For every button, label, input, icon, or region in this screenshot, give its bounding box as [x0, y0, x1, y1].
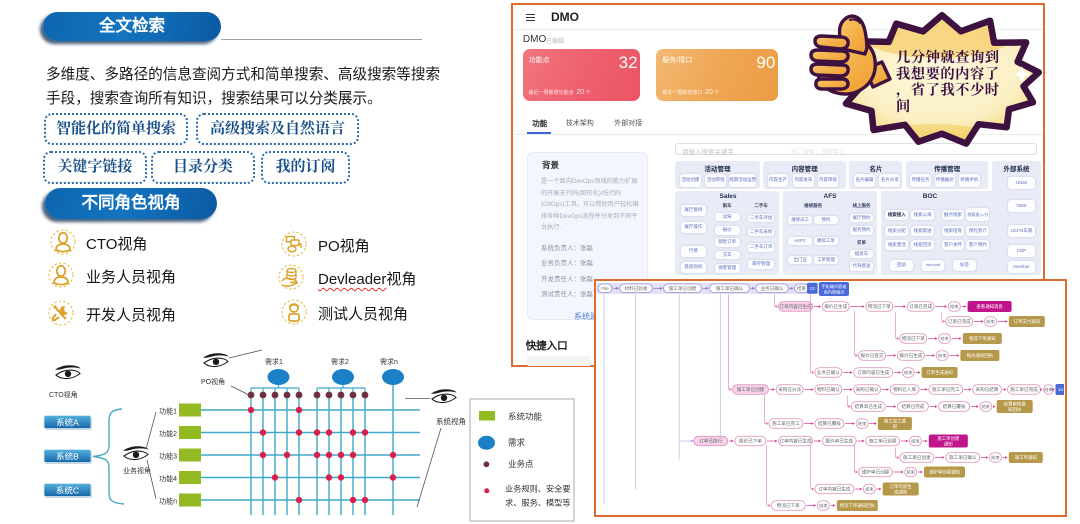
svg-text:知回执: 知回执 [1008, 406, 1022, 413]
svg-text:结束: 结束 [940, 335, 949, 342]
svg-text:功能n: 功能n [159, 497, 177, 506]
svg-text:成通知: 成通知 [894, 488, 907, 495]
svg-text:功能4: 功能4 [159, 474, 177, 483]
svg-text:施工单已确认: 施工单已确认 [715, 285, 743, 292]
svg-text:File: File [601, 286, 609, 291]
svg-text:业务规则、安全要: 业务规则、安全要 [505, 484, 571, 494]
svg-text:结束: 结束 [1044, 386, 1053, 393]
svg-text:13: 13 [809, 286, 815, 291]
svg-text:结束: 结束 [991, 454, 1000, 461]
svg-text:物料已入库: 物料已入库 [893, 386, 916, 393]
svg-text:CTO视角: CTO视角 [49, 390, 78, 399]
svg-text:订单已完成: 订单已完成 [909, 303, 932, 310]
svg-text:维护单创建通知: 维护单创建通知 [929, 469, 960, 476]
svg-text:结算已覆核: 结算已覆核 [942, 403, 965, 410]
svg-text:施工单已创建: 施工单已创建 [869, 438, 897, 445]
svg-text:查看通知消息: 查看通知消息 [976, 303, 1003, 310]
svg-text:施工单已确认: 施工单已确认 [949, 454, 977, 461]
svg-text:报价已生成: 报价已生成 [899, 352, 922, 359]
svg-text:功能2: 功能2 [159, 429, 177, 438]
svg-text:结束: 结束 [938, 352, 947, 359]
svg-text:结束: 结束 [981, 403, 990, 410]
svg-text:报价已提交: 报价已提交 [860, 352, 883, 359]
svg-text:施工完工通: 施工完工通 [883, 417, 906, 424]
svg-text:知: 知 [892, 423, 896, 430]
svg-text:结算单已生成: 结算单已生成 [854, 403, 882, 410]
svg-text:采购已分派: 采购已分派 [778, 386, 801, 393]
svg-text:结束: 结束 [911, 438, 920, 445]
svg-text:报价已下单: 报价已下单 [738, 438, 761, 445]
svg-text:业务已确认: 业务已确认 [760, 285, 783, 292]
svg-text:需求n: 需求n [380, 357, 398, 366]
svg-text:报价单已生成: 报价单已生成 [825, 438, 853, 445]
svg-text:结束: 结束 [986, 318, 995, 325]
svg-text:订单生成通知: 订单生成通知 [926, 369, 952, 376]
svg-text:订单内容已生成: 订单内容已生成 [818, 486, 851, 493]
svg-text:结束: 结束 [819, 502, 828, 509]
svg-text:需求1: 需求1 [265, 357, 283, 366]
svg-text:结算已覆核: 结算已覆核 [817, 420, 840, 427]
svg-text:订单内容已生成: 订单内容已生成 [857, 369, 890, 376]
svg-text:物料已确认: 物料已确认 [816, 386, 839, 393]
svg-text:订单内容生: 订单内容生 [889, 483, 912, 490]
svg-text:功能1: 功能1 [159, 407, 177, 416]
svg-text:报价已生成: 报价已生成 [824, 303, 847, 310]
svg-text:维护单已创建: 维护单已创建 [861, 469, 889, 476]
svg-text:业务点: 业务点 [508, 459, 534, 469]
svg-text:系统视角: 系统视角 [436, 416, 466, 426]
svg-text:物流已下单: 物流已下单 [901, 335, 924, 342]
svg-text:业务已确认: 业务已确认 [816, 369, 839, 376]
svg-text:14: 14 [1057, 387, 1063, 392]
svg-text:系统C: 系统C [56, 485, 79, 495]
svg-text:物流已下单: 物流已下单 [776, 502, 799, 509]
svg-text:结算已完成: 结算已完成 [901, 403, 924, 410]
svg-text:施工单通知: 施工单通知 [1014, 454, 1036, 461]
svg-text:手机端内容查: 手机端内容查 [821, 283, 847, 290]
svg-text:系统功能: 系统功能 [508, 412, 543, 422]
svg-text:施工单已完工: 施工单已完工 [772, 420, 800, 427]
svg-text:订单内容已生成: 订单内容已生成 [779, 303, 812, 310]
svg-text:施工单已创建: 施工单已创建 [668, 285, 696, 292]
svg-text:施工单已完工: 施工单已完工 [932, 386, 960, 393]
svg-text:结束: 结束 [857, 420, 866, 427]
svg-text:报价通知回执: 报价通知回执 [966, 352, 993, 359]
svg-text:结算审核通: 结算审核通 [1003, 400, 1026, 407]
svg-text:物流下单通知: 物流下单通知 [969, 335, 995, 342]
svg-text:订单已完成: 订单已完成 [947, 318, 970, 325]
svg-text:采购已确认: 采购已确认 [855, 386, 878, 393]
svg-text:PO视角: PO视角 [201, 377, 225, 386]
svg-text:物流已下单: 物流已下单 [867, 303, 890, 310]
svg-text:施工单已创建: 施工单已创建 [736, 386, 764, 393]
svg-text:系统B: 系统B [56, 451, 79, 461]
svg-text:物流下单通知回执: 物流下单通知回执 [839, 502, 875, 509]
svg-text:间: 间 [896, 97, 911, 115]
svg-text:订单支付通知: 订单支付通知 [1013, 318, 1039, 325]
svg-text:结束: 结束 [904, 369, 913, 376]
svg-text:求、服务、模型等: 求、服务、模型等 [505, 498, 571, 508]
svg-text:订单已执行: 订单已执行 [699, 438, 722, 445]
svg-text:结束: 结束 [796, 285, 806, 292]
svg-text:我想要的内容了: 我想要的内容了 [896, 64, 1000, 82]
svg-text:询内容展示: 询内容展示 [823, 288, 844, 295]
svg-text:施工单创建: 施工单创建 [937, 435, 960, 442]
svg-text:系统A: 系统A [56, 417, 79, 427]
svg-text:施工单已完成: 施工单已完成 [1010, 386, 1038, 393]
svg-text:几分钟就查询到: 几分钟就查询到 [896, 48, 1000, 66]
svg-text:订单内容已生成: 订单内容已生成 [779, 438, 812, 445]
svg-text:结束: 结束 [950, 303, 959, 310]
svg-text:需求: 需求 [508, 438, 526, 448]
svg-text:需求2: 需求2 [331, 357, 349, 366]
svg-text:功能3: 功能3 [159, 452, 177, 461]
svg-text:采购已结算: 采购已结算 [975, 386, 998, 393]
svg-text:，省了我不少时: ，省了我不少时 [896, 81, 1000, 99]
svg-text:通知: 通知 [943, 440, 952, 447]
svg-text:结束: 结束 [865, 486, 874, 493]
svg-text:施工单已创建: 施工单已创建 [903, 454, 931, 461]
svg-text:材料已验收: 材料已验收 [624, 285, 647, 292]
svg-text:业务视角: 业务视角 [123, 466, 151, 475]
svg-text:结束: 结束 [906, 469, 915, 476]
